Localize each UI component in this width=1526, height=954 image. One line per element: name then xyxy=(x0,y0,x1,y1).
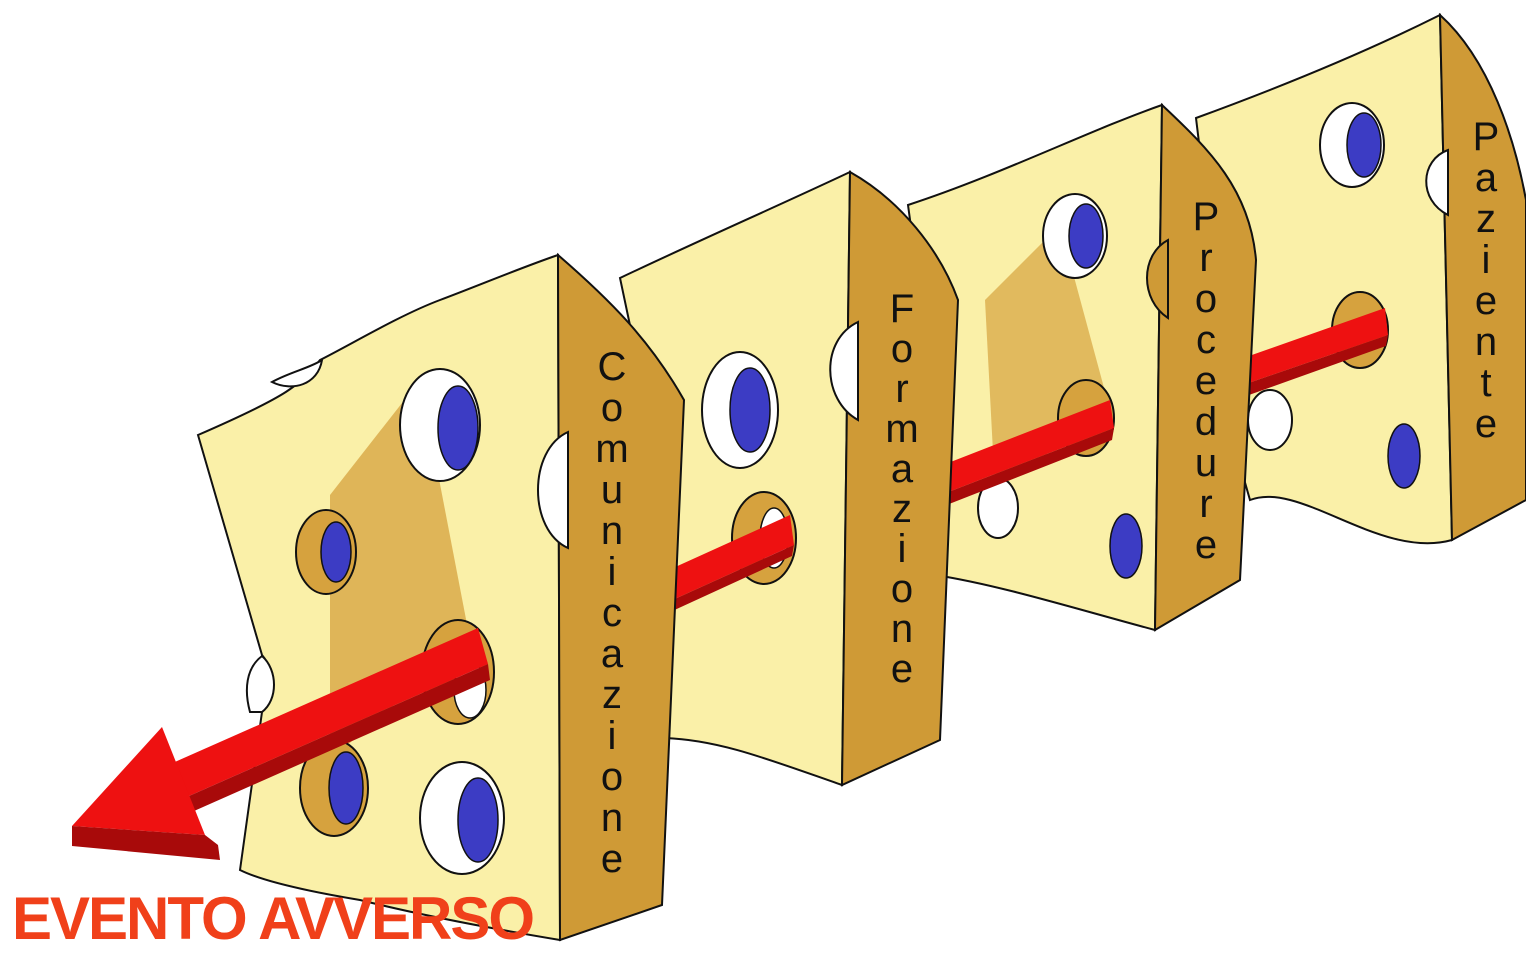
hole-blue xyxy=(1388,424,1420,488)
edge-notch xyxy=(247,656,274,712)
outcome-label: EVENTO AVVERSO xyxy=(12,884,533,953)
hole-blue xyxy=(1347,113,1381,177)
hole-blue xyxy=(730,368,770,452)
hole-blue xyxy=(458,778,498,862)
hole-blue xyxy=(438,386,478,470)
hole-blue xyxy=(321,522,351,582)
hole xyxy=(1248,390,1292,450)
hole-blue xyxy=(1110,514,1142,578)
hole-blue xyxy=(329,752,363,824)
hole-blue xyxy=(1069,204,1103,268)
